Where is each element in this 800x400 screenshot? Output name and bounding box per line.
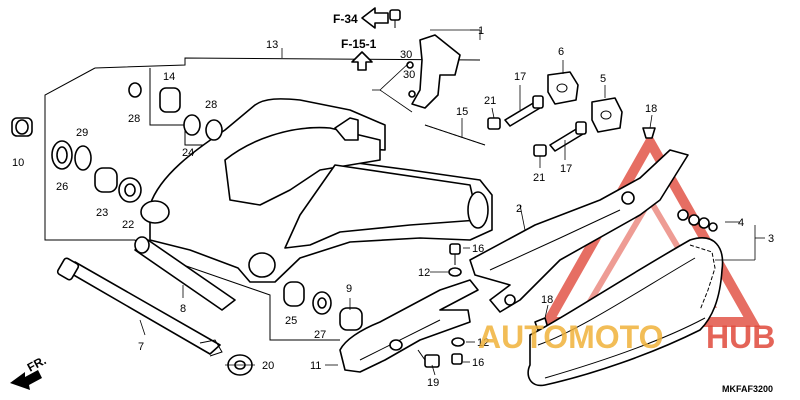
front-direction-label: FR.	[25, 353, 49, 374]
master-link-4	[677, 209, 718, 232]
callout-2: 2	[516, 203, 522, 215]
bolt-19	[417, 349, 440, 368]
callout-18a: 18	[645, 103, 657, 115]
callout-16a: 16	[472, 243, 484, 255]
callout-9: 9	[346, 283, 352, 295]
part-14	[159, 87, 181, 113]
ref-label-b: F-15-1	[341, 37, 377, 51]
callout-13: 13	[266, 39, 278, 51]
bolt-17a	[504, 95, 544, 127]
callout-6: 6	[558, 46, 564, 58]
ref-arrow-a	[361, 7, 389, 29]
callout-10: 10	[12, 157, 24, 169]
part-12-bottom	[451, 337, 465, 347]
block-6	[547, 71, 579, 105]
callout-21a: 21	[484, 95, 496, 107]
part-16-bottom	[451, 353, 463, 365]
callout-17b: 17	[560, 163, 572, 175]
callout-28b: 28	[128, 113, 140, 125]
callout-8: 8	[180, 303, 186, 315]
ref-labels: F-34 F-15-1	[333, 12, 377, 51]
bracket-1	[389, 9, 461, 109]
watermark-text-a: AUTOMOTO	[478, 319, 663, 355]
swingarm-body	[140, 98, 493, 283]
callout-15: 15	[456, 106, 468, 118]
callout-26: 26	[56, 181, 68, 193]
pivot-bolt	[56, 257, 223, 357]
bolt-18-top	[642, 127, 656, 139]
part-12-top	[448, 267, 462, 277]
part-22	[118, 177, 142, 203]
callout-14: 14	[163, 71, 175, 83]
callout-29: 29	[76, 127, 88, 139]
part-24-28	[183, 114, 223, 141]
chain-case	[469, 149, 689, 313]
callout-17a: 17	[514, 71, 526, 83]
callout-labels: 1 30 30 13 14 28 28 24 10 29 26 23 22 8 …	[12, 25, 774, 389]
callout-30b: 30	[403, 69, 415, 81]
part-26-29	[51, 140, 92, 171]
part-15	[424, 124, 486, 146]
watermark-text: AUTOMOTO HUB	[478, 319, 775, 355]
callout-21b: 21	[533, 172, 545, 184]
part-27	[312, 291, 332, 315]
watermark-text-b: HUB	[706, 319, 775, 355]
block-5	[591, 97, 623, 133]
part-23	[94, 167, 118, 193]
drive-chain	[527, 237, 724, 387]
bolt-17b	[549, 121, 587, 152]
callout-30a: 30	[400, 49, 412, 61]
callout-19: 19	[427, 377, 439, 389]
ref-label-a: F-34	[333, 12, 358, 26]
part-10	[11, 117, 33, 137]
part-25	[283, 281, 305, 307]
callout-18b: 18	[541, 294, 553, 306]
callout-12b: 12	[477, 337, 489, 349]
callout-22: 22	[122, 219, 134, 231]
front-direction-arrow	[10, 370, 42, 390]
callout-25: 25	[285, 315, 297, 327]
callout-24: 24	[182, 147, 194, 159]
diagram-code: MKFAF3200	[722, 384, 773, 394]
callout-12a: 12	[418, 267, 430, 279]
ref-arrow-b	[351, 51, 373, 71]
part-16-top	[449, 243, 461, 265]
callout-20: 20	[262, 360, 274, 372]
callout-16b: 16	[472, 357, 484, 369]
callout-4: 4	[738, 217, 744, 229]
callout-27: 27	[314, 329, 326, 341]
callout-5: 5	[600, 73, 606, 85]
leader-lines	[139, 29, 765, 376]
part-28-top	[128, 82, 142, 98]
chain-slider	[339, 279, 479, 373]
pivot-sleeve	[134, 236, 236, 311]
part-9	[339, 307, 363, 331]
callout-7: 7	[138, 341, 144, 353]
callout-3: 3	[768, 233, 774, 245]
callout-23: 23	[96, 207, 108, 219]
nut-21a	[487, 117, 501, 130]
nut-21b	[533, 144, 547, 157]
callout-28a: 28	[205, 99, 217, 111]
callout-11: 11	[310, 360, 321, 372]
callout-1: 1	[478, 25, 484, 37]
